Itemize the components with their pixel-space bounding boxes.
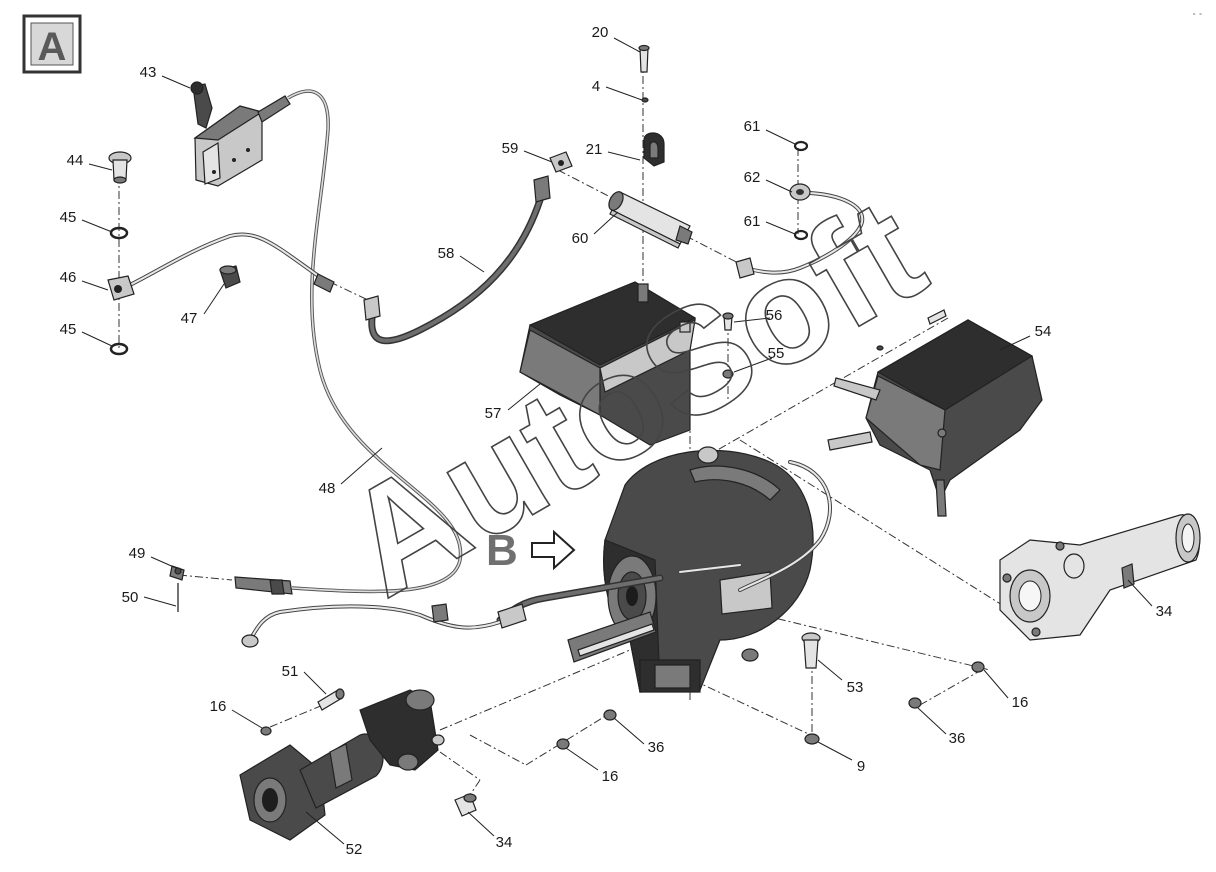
- leader-lines: [81, 37, 1153, 845]
- view-arrow-b: B: [486, 526, 576, 575]
- part-57-cover: [519, 281, 697, 446]
- callout-labels: 20 4 43 61 44 59 21 62 45 61 60 58 46 47 56 54 45 55 57 48 4…: [60, 24, 1173, 858]
- part-53-bolt: [801, 632, 821, 669]
- callout-57: 57: [485, 405, 502, 422]
- callout-51: 51: [282, 663, 299, 680]
- callout-21: 21: [586, 141, 603, 158]
- part-45-washer-upper: [109, 226, 129, 240]
- callout-61: 61: [744, 118, 761, 135]
- callout-61: 61: [744, 213, 761, 230]
- gearbox-pressure-pipe: [678, 460, 832, 592]
- callout-62: 62: [744, 169, 761, 186]
- part-58-hydraulic-hose: [363, 175, 551, 345]
- part-49-cable-clip: [169, 565, 185, 581]
- part-9-nut: [804, 733, 820, 745]
- part-56-bolt: [722, 312, 734, 331]
- callout-36: 36: [949, 730, 966, 747]
- view-badge-a: A: [22, 14, 82, 74]
- part-52-cardan-shaft: [239, 689, 445, 841]
- callout-46: 46: [60, 269, 77, 286]
- callout-49: 49: [129, 545, 146, 562]
- part-60-filter: [608, 191, 693, 249]
- gearbox-return-hose: [241, 574, 664, 648]
- part-36-washer-center: [603, 709, 617, 721]
- callout-44: 44: [67, 152, 84, 169]
- callout-59: 59: [502, 140, 519, 157]
- part-16-nut-right: [971, 661, 985, 673]
- part-46-oil-pipe: [107, 232, 335, 301]
- part-34-output-flange: [999, 513, 1201, 641]
- callout-45: 45: [60, 321, 77, 338]
- part-4-washer: [641, 97, 649, 103]
- part-16-nut-left: [260, 726, 272, 736]
- part-54-cover: [827, 319, 1043, 517]
- view-arrow-letter: B: [486, 526, 518, 575]
- part-21-clamp: [643, 132, 665, 167]
- part-47-plug: [219, 265, 241, 289]
- callout-34: 34: [1156, 603, 1173, 620]
- callout-9: 9: [857, 758, 865, 775]
- callout-16: 16: [210, 698, 227, 715]
- part-59-fitting: [549, 151, 573, 173]
- part-43-lever-housing: [190, 81, 291, 187]
- part-16-nut-center: [556, 738, 570, 750]
- callout-52: 52: [346, 841, 363, 858]
- callout-43: 43: [140, 64, 157, 81]
- part-20-bolt: [638, 44, 650, 73]
- callout-16: 16: [602, 768, 619, 785]
- callout-55: 55: [768, 345, 785, 362]
- callout-56: 56: [766, 307, 783, 324]
- view-badge-letter: A: [38, 25, 67, 69]
- callout-58: 58: [438, 245, 455, 262]
- callout-45: 45: [60, 209, 77, 226]
- callout-36: 36: [648, 739, 665, 756]
- arrow-right-icon: [531, 529, 576, 571]
- callout-53: 53: [847, 679, 864, 696]
- part-45-washer-lower: [109, 342, 129, 356]
- part-34-bolt-lower: [454, 793, 477, 817]
- callout-47: 47: [181, 310, 198, 327]
- part-48-control-cable: [234, 89, 463, 595]
- part-61-washer-upper: [793, 140, 809, 152]
- part-51-pin: [317, 688, 345, 711]
- callout-54: 54: [1035, 323, 1052, 340]
- callout-48: 48: [319, 480, 336, 497]
- callout-60: 60: [572, 230, 589, 247]
- callout-4: 4: [592, 78, 600, 95]
- part-62-banjo-pipe: [735, 183, 865, 279]
- part-36-washer-right: [908, 697, 922, 709]
- part-55-nut: [722, 369, 734, 379]
- callout-34: 34: [496, 834, 513, 851]
- corner-mark-icon: ∘ ∘: [1192, 11, 1203, 18]
- part-61-washer-lower: [793, 229, 809, 241]
- part-44-banjo-bolt: [108, 151, 132, 184]
- callout-20: 20: [592, 24, 609, 41]
- gearbox-housing: [567, 446, 814, 693]
- callout-16: 16: [1012, 694, 1029, 711]
- callout-50: 50: [122, 589, 139, 606]
- part-54-bolt: [876, 309, 947, 351]
